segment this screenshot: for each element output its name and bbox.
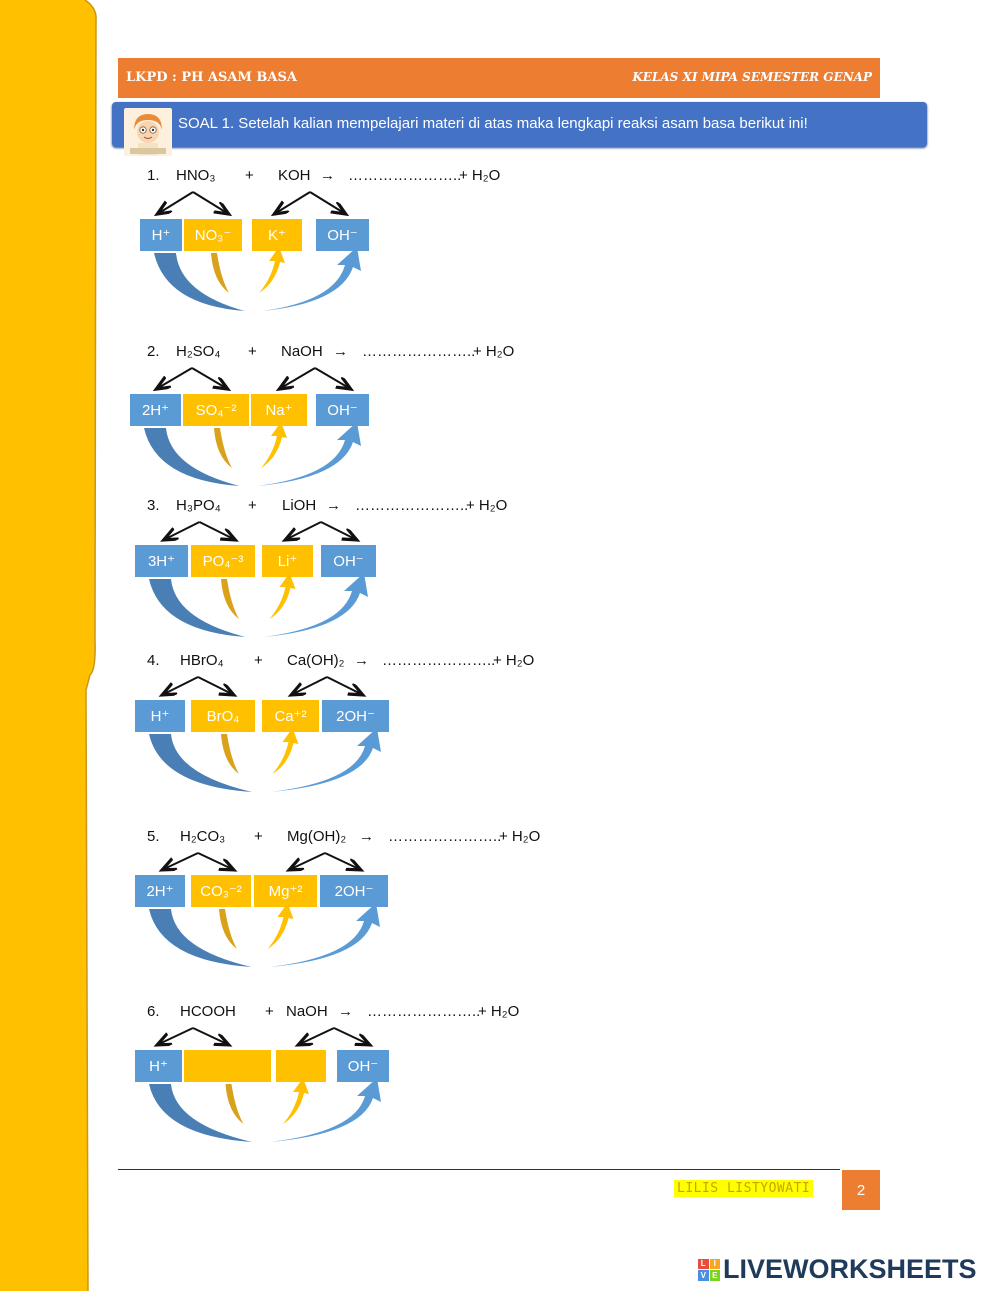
base-formula: LiOH xyxy=(282,497,317,514)
problem-number: 4. xyxy=(147,652,160,669)
acid-formula: H₃PO₄ xyxy=(176,497,221,514)
instruction-banner: SOAL 1. Setelah kalian mempelajari mater… xyxy=(112,102,927,147)
ion-box-2[interactable] xyxy=(184,1050,271,1082)
water-product: + H₂O xyxy=(459,167,501,184)
ion-box-1: 2H⁺ xyxy=(135,875,185,907)
acid-formula: H₂SO₄ xyxy=(176,343,221,360)
answer-blank[interactable]: ………………….. xyxy=(362,343,476,360)
arrow-icon: → xyxy=(359,828,374,845)
recombine-arrows xyxy=(144,422,361,486)
water-product: + H₂O xyxy=(473,343,515,360)
brand-logo-icon: L I V E xyxy=(698,1258,720,1281)
answer-blank[interactable]: ………………….. xyxy=(355,497,469,514)
recombine-arrows xyxy=(149,903,380,967)
ion-box-4: OH⁻ xyxy=(316,394,369,426)
sidebar-decoration xyxy=(0,0,97,1291)
plus-sign: + xyxy=(254,652,263,669)
split-arrows xyxy=(164,676,361,694)
ion-box-2: BrO₄ xyxy=(191,700,255,732)
base-formula: NaOH xyxy=(281,343,323,360)
answer-blank[interactable]: ………………….. xyxy=(367,1003,481,1020)
split-arrows xyxy=(159,191,344,213)
ion-box-4: 2OH⁻ xyxy=(320,875,388,907)
ion-box-2: SO₄⁻² xyxy=(183,394,249,426)
plus-sign: + xyxy=(248,343,257,360)
ion-box-3: K⁺ xyxy=(252,219,302,251)
acid-formula: HBrO₄ xyxy=(180,652,224,669)
ion-box-1: H⁺ xyxy=(140,219,182,251)
plus-sign: + xyxy=(248,497,257,514)
ion-box-2: NO₃⁻ xyxy=(184,219,242,251)
ion-box-2: PO₄⁻³ xyxy=(191,545,255,577)
split-arrows xyxy=(166,521,356,539)
problem-number: 3. xyxy=(147,497,160,514)
header-title: LKPD : PH ASAM BASA xyxy=(126,70,297,85)
water-product: + H₂O xyxy=(493,652,535,669)
ion-box-3: Li⁺ xyxy=(262,545,313,577)
page-header: LKPD : PH ASAM BASA KELAS XI MIPA SEMEST… xyxy=(118,58,880,98)
recombine-arrows xyxy=(149,1078,381,1142)
water-product: + H₂O xyxy=(466,497,508,514)
arrow-icon: → xyxy=(333,343,348,360)
arrow-icon: → xyxy=(326,497,341,514)
acid-formula: HCOOH xyxy=(180,1003,236,1020)
ion-box-3: Na⁺ xyxy=(251,394,307,426)
plus-sign: + xyxy=(245,167,254,184)
plus-sign: + xyxy=(254,828,263,845)
ion-box-1: 3H⁺ xyxy=(135,545,188,577)
split-arrows xyxy=(164,852,359,869)
liveworksheets-logo: L I V E LIVEWORKSHEETS xyxy=(698,1254,977,1285)
recombine-arrows xyxy=(154,247,361,311)
footer-divider xyxy=(118,1169,840,1170)
instruction-text: SOAL 1. Setelah kalian mempelajari mater… xyxy=(178,115,808,132)
water-product: + H₂O xyxy=(499,828,541,845)
ion-box-4: OH⁻ xyxy=(337,1050,389,1082)
base-formula: Ca(OH)₂ xyxy=(287,652,345,669)
arrow-icon: → xyxy=(354,652,369,669)
problem-number: 1. xyxy=(147,167,160,184)
base-formula: NaOH xyxy=(286,1003,328,1020)
answer-blank[interactable]: ………………….. xyxy=(348,167,462,184)
answer-blank[interactable]: ………………….. xyxy=(388,828,502,845)
ion-box-4: OH⁻ xyxy=(316,219,369,251)
problem-number: 5. xyxy=(147,828,160,845)
water-product: + H₂O xyxy=(478,1003,520,1020)
student-avatar-icon xyxy=(124,108,172,156)
page-number: 2 xyxy=(842,1170,880,1210)
problem-number: 6. xyxy=(147,1003,160,1020)
ion-box-3[interactable] xyxy=(276,1050,326,1082)
split-arrows xyxy=(158,367,349,388)
base-formula: KOH xyxy=(278,167,311,184)
header-class-info: KELAS XI MIPA SEMESTER GENAP xyxy=(632,70,872,84)
ion-box-1: H⁺ xyxy=(135,700,185,732)
ion-box-3: Mg⁺² xyxy=(254,875,317,907)
recombine-arrows xyxy=(149,728,381,792)
acid-formula: HNO₃ xyxy=(176,167,216,184)
arrow-icon: → xyxy=(320,167,335,184)
ion-box-3: Ca⁺² xyxy=(262,700,319,732)
plus-sign: + xyxy=(265,1003,274,1020)
problem-number: 2. xyxy=(147,343,160,360)
arrow-icon: → xyxy=(338,1003,353,1020)
answer-blank[interactable]: ………………….. xyxy=(382,652,496,669)
ion-box-4: 2OH⁻ xyxy=(322,700,389,732)
author-name: LILIS LISTYOWATI xyxy=(674,1180,814,1197)
ion-box-2: CO₃⁻² xyxy=(191,875,251,907)
ion-box-1: H⁺ xyxy=(135,1050,182,1082)
ion-box-4: OH⁻ xyxy=(321,545,376,577)
base-formula: Mg(OH)₂ xyxy=(287,828,347,845)
brand-name: LIVEWORKSHEETS xyxy=(723,1254,977,1284)
ion-box-1: 2H⁺ xyxy=(130,394,181,426)
split-arrows xyxy=(159,1027,368,1044)
recombine-arrows xyxy=(149,573,368,637)
acid-formula: H₂CO₃ xyxy=(180,828,226,845)
